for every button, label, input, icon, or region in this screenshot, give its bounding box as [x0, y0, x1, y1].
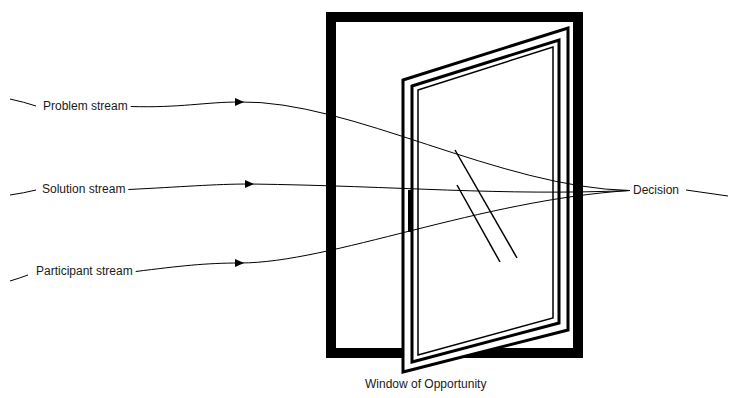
decision-tail — [686, 190, 728, 196]
node-text: Problem stream — [43, 99, 128, 114]
stream-line — [131, 98, 630, 191]
stream-tail — [10, 275, 28, 281]
door-glass — [418, 47, 553, 355]
node-text: Participant stream — [36, 264, 133, 279]
stream-path — [128, 184, 630, 192]
node-text: Solution stream — [42, 182, 125, 197]
door-inner-frame — [412, 40, 559, 362]
stream-line — [136, 191, 630, 272]
node-text: Decision — [633, 183, 679, 198]
door-handle — [408, 190, 412, 232]
door-panel — [403, 28, 568, 372]
stream-label: Participant stream — [34, 264, 135, 279]
stream-label: Decision — [631, 183, 681, 198]
arrowhead — [235, 259, 244, 267]
glass-reflection — [457, 185, 500, 262]
stream-label: Solution stream — [40, 182, 127, 197]
stream-line — [128, 180, 630, 192]
stream-path — [136, 191, 630, 272]
arrowhead — [235, 98, 244, 106]
stream-tail — [10, 99, 36, 106]
arrowhead — [245, 180, 254, 188]
stream-label: Problem stream — [41, 99, 130, 114]
glass-reflection — [455, 150, 517, 258]
caption-label: Window of Opportunity — [363, 377, 488, 392]
stream-tail — [10, 190, 36, 195]
stream-path — [131, 102, 630, 191]
